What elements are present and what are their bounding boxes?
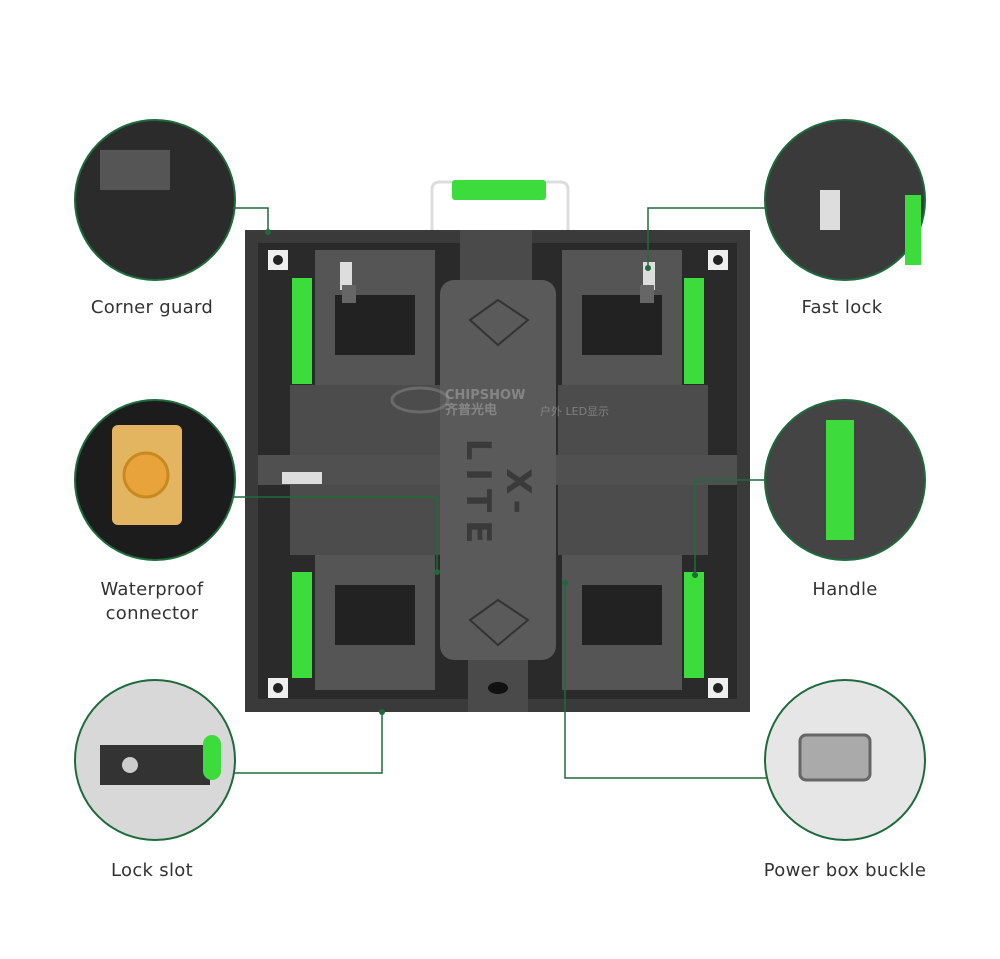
label-corner-guard: Corner guard	[90, 297, 214, 318]
watermark-sub: 户外 LED显示	[540, 405, 610, 418]
power-box	[440, 230, 556, 712]
side-handles	[292, 278, 704, 678]
label-fast-lock: Fast lock	[801, 297, 883, 318]
watermark: CHIPSHOW 齐普光电	[445, 388, 525, 418]
watermark-logo	[390, 386, 450, 414]
watermark-cn: 齐普光电	[445, 403, 498, 418]
corner-guard-detail	[100, 150, 170, 190]
watermark-brand: CHIPSHOW	[445, 388, 526, 403]
label-power-box-buckle: Power box buckle	[763, 860, 927, 881]
label-waterproof-line1: Waterproof	[100, 579, 204, 600]
fast-lock-detail	[820, 190, 840, 230]
label-waterproof-line2: connector	[105, 603, 199, 624]
leader-lines	[233, 207, 767, 779]
label-lock-slot: Lock slot	[111, 860, 193, 881]
top-handle	[430, 180, 570, 240]
handle-detail	[826, 420, 854, 540]
label-handle: Handle	[812, 579, 878, 600]
label-waterproof-connector: Waterproof connector	[42, 578, 262, 626]
power-box-buckle-detail	[798, 733, 872, 782]
leader-dots	[265, 229, 698, 715]
logo-text: X-LITE	[458, 438, 538, 552]
lock-slot-detail	[100, 745, 210, 785]
